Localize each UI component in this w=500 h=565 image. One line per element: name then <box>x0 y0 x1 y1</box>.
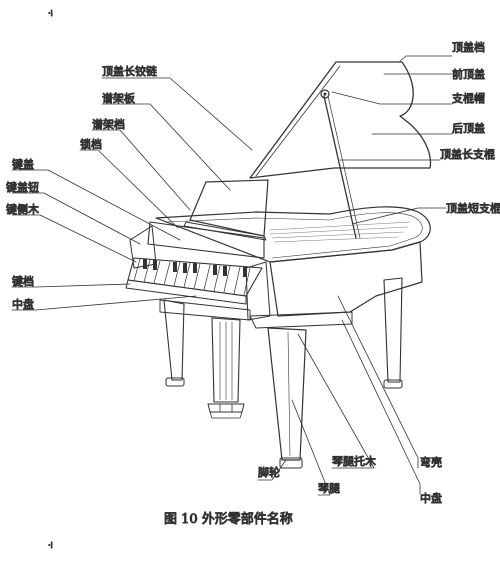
leader-leg-support <box>297 333 375 469</box>
leader-key-side-block <box>11 214 137 263</box>
label-music-desk: 谱架板 <box>102 91 135 105</box>
case-side <box>269 241 423 317</box>
label-top-lid-hinge: 顶盖长铰链 <box>102 64 157 78</box>
label-key-bed: 中盘 <box>12 297 34 311</box>
leader-top-lid-short-stick <box>351 207 447 225</box>
pedal-divisions <box>219 403 233 413</box>
leader-caster <box>257 459 287 481</box>
label-leg-support: 琴腿托木 <box>332 454 376 468</box>
lid-prop-stick <box>323 95 357 239</box>
leader-key-lid <box>11 169 181 241</box>
strings-hint <box>269 221 411 243</box>
leader-key-lid-knob <box>11 192 141 245</box>
label-music-stand-bar: 谱架档 <box>92 117 125 131</box>
front-right-leg <box>267 327 307 461</box>
leader-leg <box>291 399 331 496</box>
keys <box>133 258 251 296</box>
part-labels: 顶盖档 前顶盖 支棍帽 后顶盖 顶盖长支棍 顶盖短支棍 顶盖长铰链 谱架板 谱架… <box>6 40 500 506</box>
leader-top-lid-hinge <box>101 77 253 151</box>
leader-top-lid-stop <box>399 55 453 62</box>
raised-lid <box>249 61 432 179</box>
black-keys <box>143 259 247 277</box>
figure-caption: 图 10 外形零部件名称 <box>164 511 293 527</box>
front-left-leg <box>163 299 185 381</box>
key-lid <box>147 221 265 259</box>
prop-stick-cap <box>320 89 330 99</box>
corner-mark-top: ·i <box>48 9 53 18</box>
label-leg: 琴腿 <box>318 482 340 495</box>
pedal-lyre <box>211 317 241 403</box>
grand-piano-illustration <box>125 61 432 469</box>
label-stand-cap: 支棍帽 <box>452 91 485 105</box>
front-left-caster <box>165 377 185 387</box>
rear-leg <box>383 277 403 383</box>
case-bottom-rail <box>249 311 353 329</box>
label-key-slip: 键档 <box>12 274 34 288</box>
case-rim <box>155 206 431 263</box>
key-slip-rail <box>125 279 247 305</box>
right-cheek-block <box>245 261 271 321</box>
music-desk-board <box>189 179 269 237</box>
leader-music-desk <box>101 103 231 191</box>
leader-key-slip <box>11 283 131 288</box>
front-right-caster <box>279 457 303 469</box>
pedal-feet <box>209 411 243 419</box>
leader-bottom-board <box>341 319 421 495</box>
label-top-lid-stop: 顶盖档 <box>452 40 485 54</box>
leader-music-stand-bar <box>91 129 191 211</box>
label-caster: 脚轮 <box>258 465 280 479</box>
leader-stand-cap <box>331 91 453 105</box>
label-front-top-lid: 前顶盖 <box>452 67 485 81</box>
label-key-side-block: 键侧木 <box>6 202 39 216</box>
label-top-lid-long-stick: 顶盖长支棍 <box>440 147 495 161</box>
lyre-rods <box>219 321 233 401</box>
label-case: 弯壳 <box>420 455 442 469</box>
rear-caster <box>383 379 403 389</box>
keybed-underside <box>159 299 251 321</box>
corner-mark-bottom: ·i <box>48 541 53 550</box>
leader-lines <box>11 55 453 496</box>
lid-front-edge <box>255 65 341 177</box>
label-top-lid-short-stick: 顶盖短支棍 <box>446 201 500 215</box>
leader-lock-stop <box>79 149 179 229</box>
case-rim-inner <box>165 212 423 259</box>
leader-case <box>337 295 419 469</box>
label-bottom-board: 中盘 <box>420 491 442 505</box>
label-key-lid-knob: 键盖钮 <box>6 180 39 194</box>
music-desk-base <box>183 221 267 241</box>
label-rear-top-lid: 后顶盖 <box>452 121 485 135</box>
label-lock-stop: 锁档 <box>80 137 102 151</box>
pedals <box>207 403 245 413</box>
label-key-lid: 键盖 <box>12 157 34 171</box>
lid-prop-stick-inner <box>327 95 361 239</box>
leader-key-bed-left <box>11 295 197 311</box>
